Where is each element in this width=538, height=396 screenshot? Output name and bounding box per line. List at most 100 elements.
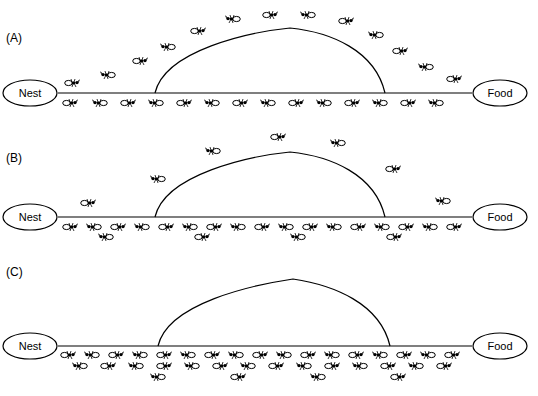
ant-icon: [296, 362, 311, 370]
panel-label: (B): [6, 151, 22, 165]
ant-icon: [157, 362, 172, 370]
ant-icon: [225, 15, 240, 23]
ant-icon: [111, 223, 126, 231]
ant-icon: [428, 99, 443, 107]
ant-icon: [435, 197, 450, 205]
ant-icon: [445, 351, 460, 359]
ant-icon: [134, 223, 149, 231]
ant-icon: [233, 99, 248, 107]
ant-icon: [128, 362, 143, 370]
ant-icon: [310, 373, 325, 381]
ant-icon: [325, 362, 340, 370]
ant-icon: [447, 75, 462, 83]
ant-icon: [393, 47, 408, 55]
ant-icon: [109, 351, 124, 359]
ant-icon: [276, 351, 291, 359]
ellipse-shape: [473, 333, 527, 359]
node-label: Nest: [19, 211, 42, 223]
ant-icon: [289, 99, 304, 107]
trail-line: [58, 345, 472, 346]
ant-icon: [61, 351, 76, 359]
ant-icon: [228, 351, 243, 359]
ellipse-shape: [473, 80, 527, 106]
ant-icon: [316, 99, 331, 107]
ant-icon: [324, 351, 339, 359]
ant-icon: [184, 362, 199, 370]
ant-icon: [386, 165, 401, 173]
obstacle-dome: [155, 152, 385, 217]
node-label: Nest: [19, 87, 42, 99]
ant-icon: [204, 99, 219, 107]
ant-icon: [263, 11, 278, 19]
ant-icon: [157, 351, 172, 359]
ant-icon: [213, 362, 228, 370]
ellipse-shape: [3, 80, 57, 106]
ellipse-node: Food: [472, 79, 528, 107]
ant-icon: [339, 17, 354, 25]
ant-icon: [65, 79, 80, 87]
ant-icon: [84, 351, 99, 359]
ant-icon: [240, 362, 255, 370]
node-label: Food: [487, 87, 512, 99]
node-label: Food: [487, 340, 512, 352]
ant-icon: [372, 99, 387, 107]
ellipse-node: Food: [472, 203, 528, 231]
ant-icon: [368, 31, 383, 39]
ant-icon: [303, 223, 318, 231]
ant-icon: [253, 351, 268, 359]
ant-icon: [121, 99, 136, 107]
ant-icon: [351, 223, 366, 231]
panel-illustration: [63, 133, 462, 241]
ant-icon: [205, 147, 220, 155]
ant-icon: [401, 99, 416, 107]
ant-icon: [180, 351, 195, 359]
ant-icon: [330, 139, 345, 147]
ant-icon: [372, 351, 387, 359]
ant-icon: [374, 223, 389, 231]
node-label: Food: [487, 211, 512, 223]
ant-icon: [326, 223, 341, 231]
ant-icon: [160, 43, 175, 51]
ant-icon: [391, 373, 406, 381]
ant-icon: [352, 362, 367, 370]
ant-icon: [269, 362, 284, 370]
ant-icon: [349, 351, 364, 359]
ant-icon: [92, 99, 107, 107]
ant-icon: [418, 63, 433, 71]
ant-icon: [301, 351, 316, 359]
ant-icon: [100, 71, 115, 79]
trail-line: [58, 92, 472, 93]
ellipse-node: Nest: [2, 203, 58, 231]
ant-icon: [230, 223, 245, 231]
ant-icon: [437, 362, 452, 370]
ellipse-node: Nest: [2, 79, 58, 107]
ant-icon: [205, 351, 220, 359]
ant-icon: [63, 223, 78, 231]
ant-icon: [231, 373, 246, 381]
ant-icon: [300, 11, 315, 19]
ellipse-shape: [3, 204, 57, 230]
ant-icon: [132, 351, 147, 359]
ellipse-shape: [3, 333, 57, 359]
obstacle-dome: [158, 279, 390, 346]
ant-icon: [148, 99, 163, 107]
ant-icon: [81, 199, 96, 207]
ant-icon: [72, 362, 87, 370]
ant-icon: [182, 223, 197, 231]
ant-icon: [150, 373, 165, 381]
trail-line: [58, 216, 472, 217]
ant-icon: [207, 223, 222, 231]
ant-icon: [86, 223, 101, 231]
ant-icon: [447, 223, 462, 231]
obstacle-dome: [155, 28, 385, 93]
ant-icon: [260, 99, 275, 107]
panel-illustration: [61, 279, 460, 381]
ant-icon: [381, 362, 396, 370]
ellipse-shape: [473, 204, 527, 230]
ant-icon: [255, 223, 270, 231]
ellipse-node: Nest: [2, 332, 58, 360]
ant-icon: [345, 99, 360, 107]
ant-icon: [159, 223, 174, 231]
